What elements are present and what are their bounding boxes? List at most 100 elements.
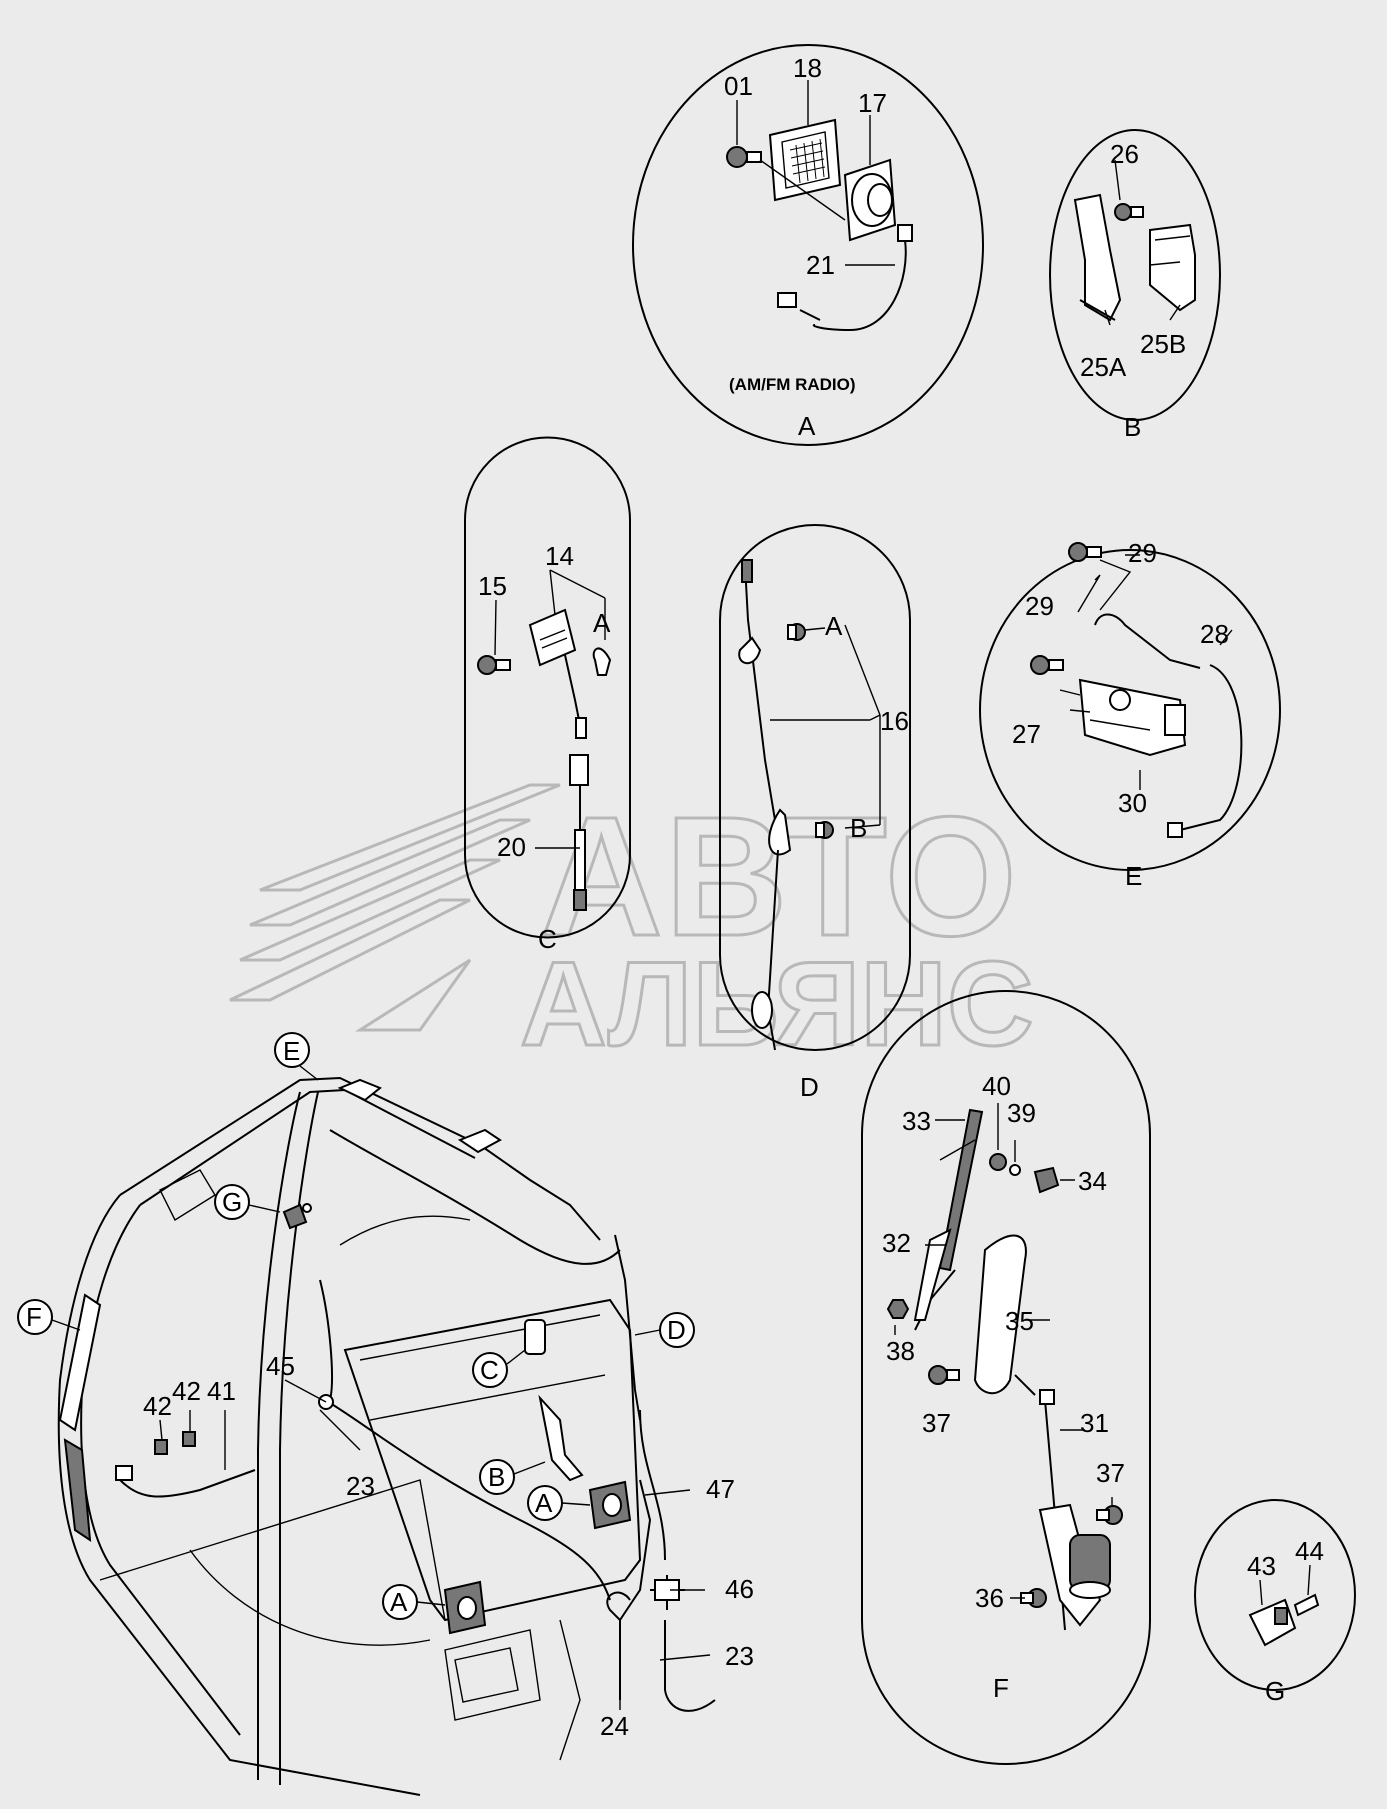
cover-35: [973, 1234, 1027, 1395]
wiper-motor: [1038, 1503, 1111, 1627]
label-23-upper: 23: [346, 1471, 375, 1501]
label-32: 32: [882, 1228, 911, 1258]
caption-am-fm-radio: (AM/FM RADIO): [729, 375, 856, 394]
screw-15: [477, 655, 511, 675]
detail-d-letter: D: [800, 1072, 819, 1102]
watermark-logo: [229, 783, 561, 1032]
label-45: 45: [266, 1351, 295, 1381]
antenna-16: [738, 559, 792, 1051]
nut-38: [886, 1299, 910, 1319]
speaker-grille-18: [768, 118, 842, 202]
bolt-37-lower: [1096, 1505, 1123, 1525]
detail-f: 33 40 39 34 32 35 38 37 31 37 36 F: [861, 990, 1151, 1765]
detail-g: 43 44 G: [1194, 1499, 1356, 1706]
washer-39: [1009, 1164, 1021, 1176]
detail-d-outline: [719, 524, 911, 1051]
svg-text:B: B: [488, 1462, 505, 1492]
svg-text:C: C: [480, 1355, 499, 1385]
label-37-lower: 37: [1096, 1458, 1125, 1488]
label-27: 27: [1012, 719, 1041, 749]
callout-a-upper: A: [527, 1485, 591, 1521]
callout-e: E: [274, 1032, 319, 1081]
screw-a: [787, 623, 806, 641]
detail-g-outline: [1194, 1499, 1356, 1691]
label-41: 41: [207, 1376, 236, 1406]
screw-29-top: [1068, 542, 1102, 562]
label-35: 35: [1005, 1306, 1034, 1336]
connector-42-right: [182, 1431, 196, 1447]
detail-b-letter: B: [1124, 412, 1141, 442]
detail-g-letter: G: [1265, 1676, 1285, 1706]
detail-c: 14 15 A 20 C: [464, 436, 631, 954]
label-20: 20: [497, 832, 526, 862]
room-lamp-14: [528, 608, 581, 726]
connector-41: [115, 1465, 133, 1481]
label-18: 18: [793, 53, 822, 83]
label-31: 31: [1080, 1408, 1109, 1438]
label-d-b: B: [850, 813, 867, 843]
label-17: 17: [858, 88, 887, 118]
label-28: 28: [1200, 619, 1229, 649]
label-24: 24: [600, 1711, 629, 1741]
label-23-lower: 23: [725, 1641, 754, 1671]
callout-c: C: [472, 1349, 526, 1388]
detail-d: A 16 B D: [719, 524, 911, 1102]
bulb-a: [592, 647, 612, 676]
svg-text:E: E: [283, 1036, 300, 1066]
label-25b: 25B: [1140, 329, 1186, 359]
detail-b: 26 25A 25B B: [1049, 129, 1221, 442]
label-21: 21: [806, 250, 835, 280]
screw-b: [815, 821, 834, 839]
label-40: 40: [982, 1071, 1011, 1101]
wiper-arm-32: [913, 1228, 956, 1331]
label-29-left: 29: [1025, 591, 1054, 621]
label-39: 39: [1007, 1098, 1036, 1128]
detail-c-letter: C: [538, 924, 557, 954]
label-01: 01: [724, 71, 753, 101]
watermark: АВТО АЛЬЯНС: [229, 781, 1035, 1073]
harness-20: [569, 717, 589, 911]
detail-f-outline: [861, 990, 1151, 1765]
label-47: 47: [706, 1474, 735, 1504]
label-25a: 25A: [1080, 352, 1127, 382]
cab-speaker-lower: [443, 1580, 487, 1635]
svg-text:A: A: [390, 1587, 408, 1617]
callout-a-lower: A: [382, 1584, 446, 1620]
svg-text:A: A: [535, 1488, 553, 1518]
label-43: 43: [1247, 1551, 1276, 1581]
control-lever-25a: [1073, 193, 1122, 322]
cab-speaker-upper: [588, 1480, 632, 1530]
speaker-17: [843, 158, 897, 242]
callout-d: D: [634, 1312, 695, 1348]
label-34: 34: [1078, 1166, 1107, 1196]
callout-f: F: [17, 1299, 81, 1335]
label-44: 44: [1295, 1536, 1324, 1566]
callout-g: G: [214, 1184, 281, 1220]
svg-text:D: D: [667, 1315, 686, 1345]
detail-f-letter: F: [993, 1673, 1009, 1703]
screw-26: [1114, 203, 1144, 221]
label-26: 26: [1110, 139, 1139, 169]
label-14: 14: [545, 541, 574, 571]
detail-c-outline: [464, 436, 631, 939]
label-30: 30: [1118, 788, 1147, 818]
label-46: 46: [725, 1574, 754, 1604]
label-29-top: 29: [1128, 538, 1157, 568]
nut-40: [989, 1153, 1007, 1171]
bolt-37-upper: [928, 1365, 960, 1385]
detail-a: 01 18 17 21 (AM/FM RADIO) A: [632, 44, 984, 446]
detail-a-outline: [632, 44, 984, 446]
svg-text:G: G: [222, 1187, 242, 1217]
label-c-a: A: [593, 608, 611, 638]
detail-e-outline: [979, 549, 1281, 871]
label-36: 36: [975, 1583, 1004, 1613]
washer-nozzle-43-44: [1248, 1593, 1320, 1647]
label-37-upper: 37: [922, 1408, 951, 1438]
cab-assembly: E G F C D B A: [17, 1032, 754, 1796]
label-38: 38: [886, 1336, 915, 1366]
label-d-a: A: [825, 611, 843, 641]
lever-bracket-25b: [1149, 223, 1196, 312]
detail-b-outline: [1049, 129, 1221, 421]
callout-b: B: [479, 1459, 546, 1495]
